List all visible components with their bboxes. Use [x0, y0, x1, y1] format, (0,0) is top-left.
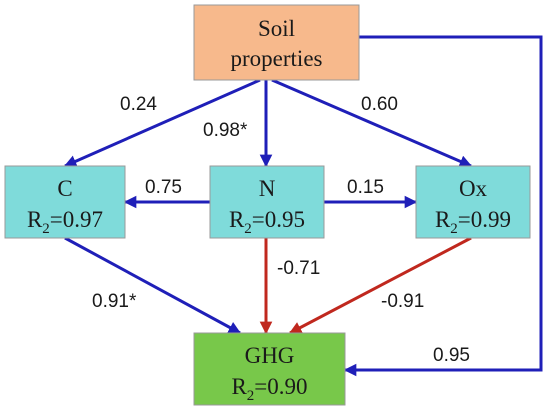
c-box: [4, 165, 126, 239]
c-r2-base: R: [27, 207, 43, 232]
ox-label: Ox: [459, 176, 488, 201]
n-box: [209, 165, 325, 239]
coef-n-to-c: 0.75: [145, 177, 182, 198]
soil-label-line2: properties: [231, 46, 323, 71]
arrow-ox-to-ghg: [288, 236, 472, 335]
ox-r2: R2=0.99: [435, 207, 511, 237]
coef-c-to-ghg: 0.91*: [92, 291, 137, 312]
node-ox: Ox R2=0.99: [415, 165, 531, 239]
ox-box: [415, 165, 531, 239]
coef-n-to-ghg: -0.71: [277, 258, 320, 279]
coef-n-to-ox: 0.15: [347, 177, 384, 198]
arrow-soil-to-ox: [271, 78, 473, 168]
soil-box: [193, 4, 360, 81]
arrow-c-to-ghg: [64, 236, 242, 335]
arrow-soil-to-c: [63, 78, 261, 168]
n-r2-value: =0.95: [252, 207, 305, 232]
n-r2-base: R: [229, 207, 245, 232]
arrow-soil-to-ghg: [343, 35, 543, 377]
n-r2: R2=0.95: [229, 207, 305, 237]
ghg-box: [193, 332, 346, 406]
n-label: N: [259, 176, 276, 201]
coef-soil-to-ox: 0.60: [361, 94, 398, 115]
coef-soil-to-ghg: 0.95: [433, 345, 470, 366]
arrows: [63, 35, 543, 377]
c-r2: R2=0.97: [27, 207, 103, 237]
node-c: C R2=0.97: [4, 165, 126, 239]
ghg-r2-value: =0.90: [254, 374, 307, 399]
n-r2-sub: 2: [244, 221, 252, 237]
c-r2-sub: 2: [42, 221, 50, 237]
soil-label-line1: Soil: [258, 16, 295, 41]
c-label: C: [57, 176, 72, 201]
coef-ox-to-ghg: -0.91: [381, 291, 424, 312]
coef-soil-to-c: 0.24: [120, 94, 157, 115]
ghg-label: GHG: [245, 343, 295, 368]
ghg-r2: R2=0.90: [231, 374, 307, 404]
path-coefficients: 0.24 0.98* 0.60 0.75 0.15 -0.71 0.91* -0…: [92, 94, 470, 366]
c-r2-value: =0.97: [50, 207, 103, 232]
node-ghg: GHG R2=0.90: [193, 332, 346, 406]
ox-r2-base: R: [435, 207, 451, 232]
node-n: N R2=0.95: [209, 165, 325, 239]
coef-soil-to-n: 0.98*: [203, 120, 248, 141]
ghg-r2-sub: 2: [247, 388, 255, 404]
ox-r2-value: =0.99: [458, 207, 511, 232]
node-soil-properties: Soil properties: [193, 4, 360, 81]
ox-r2-sub: 2: [450, 221, 458, 237]
ghg-r2-base: R: [231, 374, 247, 399]
